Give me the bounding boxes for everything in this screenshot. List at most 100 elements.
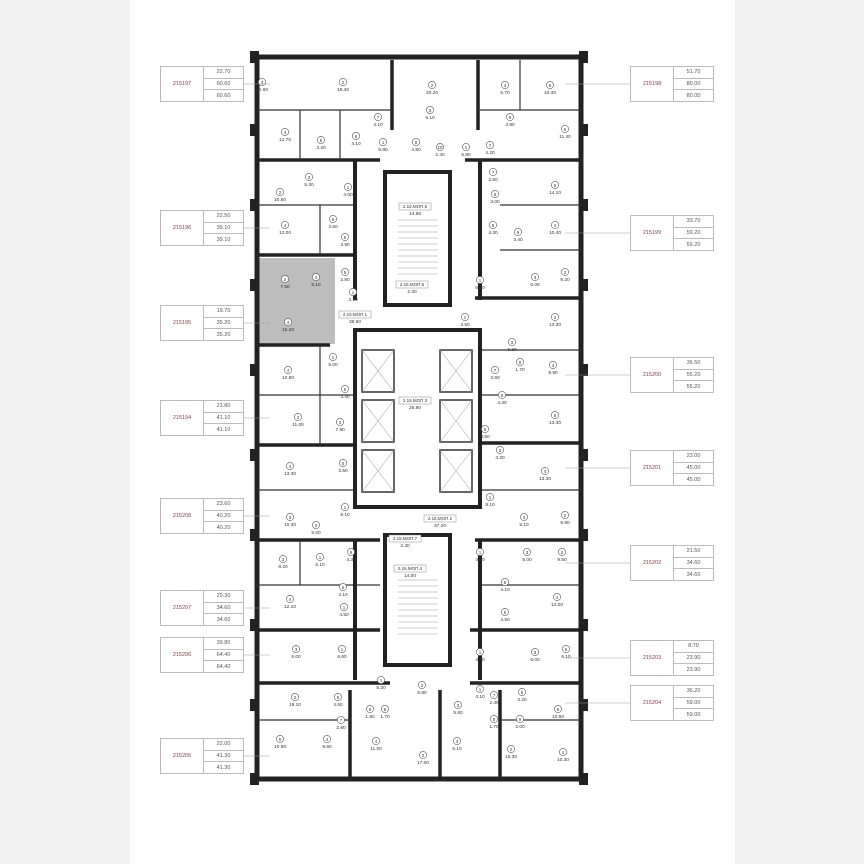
room-number: 1 [347, 185, 350, 190]
total-area-with-balcony: 35.20 [216, 331, 231, 338]
total-area: 34.60 [674, 558, 713, 570]
room-area: 13.30 [549, 420, 561, 426]
apartment-tag-215207[interactable]: 215207 20.30 34.60 34.60 [160, 590, 244, 626]
room-number: 7 [489, 143, 492, 148]
room-number: 2 [284, 277, 287, 282]
column [250, 773, 259, 785]
room-number-circle [337, 716, 345, 724]
room-area: 9.80 [322, 744, 332, 750]
room-number: 1 [319, 555, 322, 560]
common-area-code: 2.15.МОП.6 [400, 282, 425, 287]
apartment-tag-215196[interactable]: 215196 22.50 39.10 39.10 [160, 210, 244, 246]
living-area: 23.60 [204, 499, 243, 511]
room-area: 2.80 [340, 277, 350, 283]
room-area: 12.70 [279, 137, 291, 143]
room-number-circle [531, 648, 539, 656]
room-area: 4.30 [497, 400, 507, 406]
room-number: 2 [561, 550, 564, 555]
living-area: 21.80 [204, 401, 243, 413]
apartment-id: 215197 [161, 67, 204, 101]
room-number-circle [551, 411, 559, 419]
room-area: 20.20 [426, 90, 438, 96]
room-number-circle [486, 493, 494, 501]
apartment-tag-215205[interactable]: 215205 22.00 41.30 41.30 [160, 738, 244, 774]
room-number: 7 [492, 170, 495, 175]
apartment-id: 215207 [161, 591, 204, 625]
room-area: 11.40 [559, 134, 571, 140]
room-number-circle [329, 215, 337, 223]
apartment-tag-215197[interactable]: 215197 22.70 60.60 60.60 [160, 66, 244, 102]
living-area: 36.50 [674, 358, 713, 370]
room-number: 1 [341, 647, 344, 652]
living-area: 8.70 [674, 641, 713, 653]
apartment-tag-215194[interactable]: 215194 21.80 41.10 41.10 [160, 400, 244, 436]
room-number: 3 [526, 550, 529, 555]
total-area-with-balcony: 45.00 [686, 476, 701, 483]
room-number: 2 [554, 315, 557, 320]
room-area: 4.30 [488, 230, 498, 236]
room-number: 8 [519, 360, 522, 365]
room-area: 19.40 [337, 87, 349, 93]
stair-core-north [383, 170, 452, 307]
total-area: 59.20 [674, 228, 713, 240]
common-area-code: 2.15.МОП.2 [428, 516, 453, 521]
column [579, 773, 588, 785]
room-number-circle [341, 503, 349, 511]
room-area: 10.60 [256, 87, 268, 93]
room-area: 3.90 [340, 242, 350, 248]
apartment-tag-215200[interactable]: 215200 36.50 55.20 55.20 [630, 357, 714, 393]
apartment-tag-215208[interactable]: 215208 23.60 40.20 40.20 [160, 498, 244, 534]
room-number-circle [428, 81, 436, 89]
room-number: 3 [523, 515, 526, 520]
total-area: 80.00 [674, 79, 713, 91]
room-area: 3.10 [348, 297, 358, 303]
room-number-circle [329, 353, 337, 361]
room-number: 1 [464, 315, 467, 320]
apartment-tag-215203[interactable]: 215203 8.70 23.90 23.90 [630, 640, 714, 676]
apartment-tag-215202[interactable]: 215202 21.50 34.60 34.60 [630, 545, 714, 581]
total-area-with-balcony: 34.60 [216, 616, 231, 623]
room-number-circle [276, 188, 284, 196]
total-area-with-balcony: 41.30 [216, 764, 231, 771]
room-number: 7 [493, 693, 496, 698]
room-number-circle [276, 735, 284, 743]
apartment-tag-215201[interactable]: 215201 23.00 45.00 45.00 [630, 450, 714, 486]
room-number: 1 [479, 550, 482, 555]
room-number-circle [551, 181, 559, 189]
total-area-with-balcony: 59.00 [686, 711, 701, 718]
common-area-size: 14.60 [409, 211, 421, 217]
apartment-tag-215198[interactable]: 215198 51.70 80.00 80.00 [630, 66, 714, 102]
room-area: 5.00 [311, 530, 321, 536]
apartment-tag-215199[interactable]: 215199 33.70 59.20 59.20 [630, 215, 714, 251]
room-number: 2 [422, 753, 425, 758]
room-number: 3 [457, 703, 460, 708]
room-number-circle [490, 691, 498, 699]
apartment-tag-215206[interactable]: 215206 39.80 64.40 64.40 [160, 637, 244, 673]
room-number-circle [419, 751, 427, 759]
room-area: 5.10 [519, 522, 529, 528]
apartment-tag-215204[interactable]: 215204 36.20 59.00 59.00 [630, 685, 714, 721]
column [579, 124, 588, 136]
column [579, 51, 588, 63]
room-number-circle [508, 338, 516, 346]
room-number: 5 [484, 427, 487, 432]
room-number-circle [323, 735, 331, 743]
room-number-circle [549, 361, 557, 369]
living-area: 51.70 [674, 67, 713, 79]
total-area: 59.00 [674, 698, 713, 710]
elevator-core [353, 328, 482, 509]
room-area: 4.00 [343, 192, 353, 198]
room-number: 6 [369, 707, 372, 712]
common-area-size: 39.60 [349, 319, 361, 325]
apartment-tag-215195[interactable]: 215195 19.70 35.20 35.20 [160, 305, 244, 341]
building-outline [254, 54, 584, 782]
room-number: 5 [344, 387, 347, 392]
room-number: 6 [384, 707, 387, 712]
room-area: 4.50 [339, 612, 349, 618]
total-area: 39.10 [204, 223, 243, 235]
room-number: 1 [479, 650, 482, 655]
column [579, 449, 588, 461]
room-number-circle [281, 221, 289, 229]
room-number-circle [501, 578, 509, 586]
room-area: 13.30 [549, 322, 561, 328]
